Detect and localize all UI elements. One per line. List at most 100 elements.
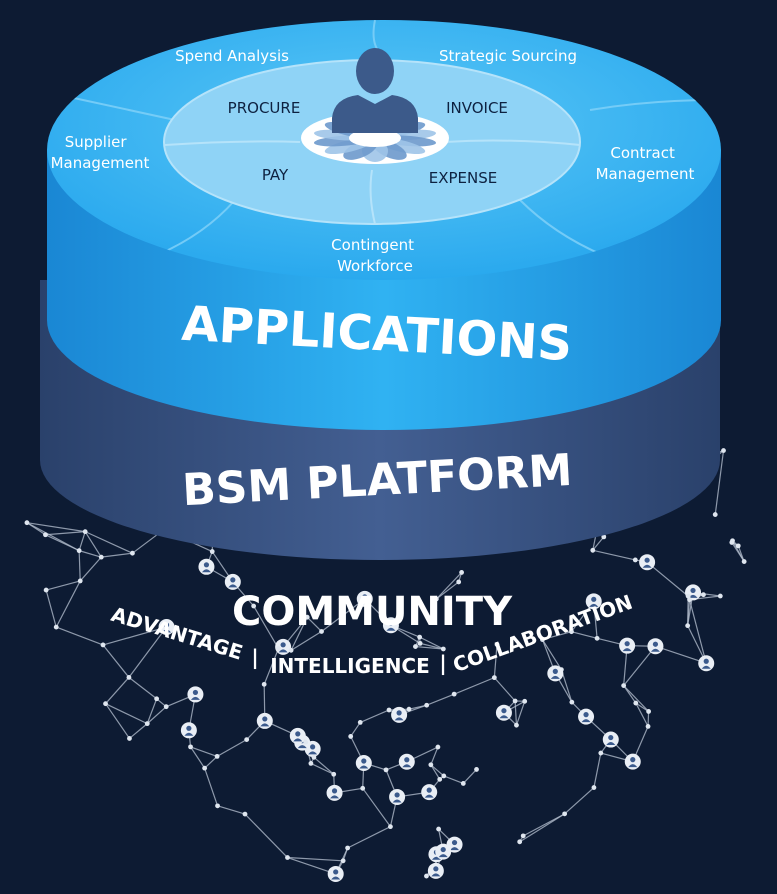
network-node — [340, 858, 346, 864]
network-node — [601, 534, 607, 540]
user-node-icon — [619, 637, 636, 654]
user-node-icon — [391, 706, 408, 723]
network-node — [717, 593, 723, 599]
network-node — [514, 722, 519, 728]
user-node-icon — [382, 617, 399, 634]
user-node-icon — [585, 593, 602, 610]
network-node — [24, 520, 30, 526]
network-node — [522, 698, 528, 704]
network-node — [406, 706, 412, 712]
user-node-icon — [158, 619, 175, 636]
user-node-icon — [602, 731, 619, 748]
network-node — [360, 785, 366, 791]
outer-label-supplier-management: Supplier Management — [51, 133, 150, 172]
network-node — [348, 734, 354, 739]
network-node — [562, 811, 568, 817]
network-node — [730, 538, 735, 544]
network-node — [163, 704, 169, 710]
network-node — [428, 762, 434, 768]
network-node — [100, 642, 106, 648]
pillar-separator-2: | — [439, 651, 446, 675]
network-node — [43, 587, 49, 593]
network-node — [435, 744, 441, 750]
user-node-icon — [224, 573, 241, 590]
network-node — [437, 776, 443, 782]
network-node — [633, 700, 639, 706]
network-node — [441, 773, 447, 779]
user-node-icon — [578, 708, 595, 725]
network-node — [242, 811, 248, 817]
network-node — [214, 753, 220, 759]
network-node — [285, 855, 290, 860]
network-node — [594, 635, 600, 641]
network-node — [386, 707, 392, 713]
user-node-icon — [289, 727, 306, 744]
network-node — [520, 833, 526, 839]
user-node-icon — [180, 722, 197, 739]
network-node — [456, 579, 462, 585]
network-node — [512, 698, 518, 704]
network-node — [417, 634, 423, 640]
network-node — [591, 785, 597, 790]
user-node-icon — [495, 704, 512, 721]
network-node — [77, 578, 83, 584]
network-node — [311, 754, 317, 760]
network-node — [685, 593, 691, 599]
network-node — [98, 554, 104, 560]
outer-label-spend-analysis: Spend Analysis — [175, 47, 289, 65]
person-silhouette-icon — [332, 48, 418, 133]
network-node — [188, 744, 193, 750]
outer-label-strategic-sourcing: Strategic Sourcing — [439, 47, 577, 65]
network-node — [598, 750, 604, 756]
network-node — [303, 739, 309, 745]
inner-label-invoice: INVOICE — [446, 99, 508, 117]
network-node — [741, 559, 747, 564]
user-node-icon — [256, 712, 273, 729]
network-node — [43, 532, 48, 538]
outer-label-contingent-workforce: Contingent Workforce — [331, 236, 419, 275]
network-node — [319, 629, 324, 634]
network-node — [383, 767, 389, 773]
user-node-icon — [327, 865, 344, 882]
user-node-icon — [427, 862, 444, 879]
network-node — [388, 824, 393, 830]
network-node — [569, 699, 575, 705]
network-node — [721, 448, 726, 453]
network-node — [433, 596, 439, 602]
network-node — [417, 640, 423, 646]
user-node-icon — [647, 638, 664, 655]
network-node — [345, 845, 351, 851]
network-node — [590, 547, 596, 553]
pillar-intelligence: INTELLIGENCE — [270, 654, 430, 678]
user-node-icon — [698, 655, 715, 672]
network-node — [308, 761, 314, 766]
network-node — [288, 647, 294, 653]
network-node — [76, 548, 82, 554]
network-node — [276, 646, 281, 651]
user-node-icon — [355, 754, 372, 771]
user-node-icon — [187, 686, 204, 703]
network-node — [202, 765, 208, 771]
inner-label-expense: EXPENSE — [429, 169, 498, 187]
network-node — [251, 603, 257, 609]
network-node — [735, 543, 741, 549]
network-node — [244, 737, 250, 742]
inner-label-procure: PROCURE — [228, 99, 301, 117]
network-node — [215, 803, 220, 809]
network-node — [82, 529, 88, 535]
user-node-icon — [198, 558, 215, 575]
network-node — [701, 592, 706, 598]
user-node-icon — [421, 784, 438, 801]
pillar-separator-1: | — [251, 645, 258, 669]
network-node — [53, 624, 59, 630]
inner-label-pay: PAY — [262, 166, 289, 184]
network-node — [154, 696, 160, 702]
network-node — [424, 873, 429, 879]
network-node — [460, 781, 466, 786]
user-node-icon — [624, 753, 641, 770]
network-node — [621, 683, 627, 689]
network-node — [685, 623, 691, 629]
pillar-advantage: ADVANTAGE — [108, 602, 245, 665]
network-node — [474, 767, 479, 772]
